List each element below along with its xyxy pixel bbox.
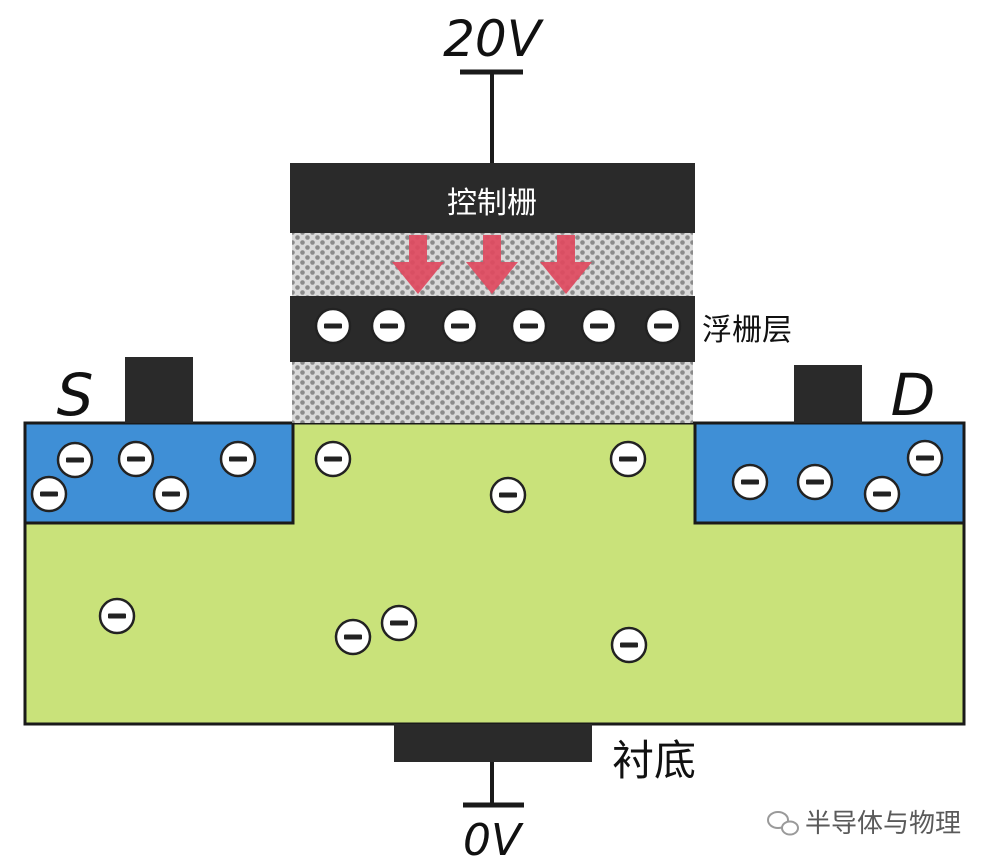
drain-contact bbox=[794, 365, 862, 423]
drain-electron bbox=[863, 475, 901, 513]
floating-gate-electron bbox=[644, 307, 682, 345]
floating-gate-electrons bbox=[314, 307, 682, 345]
control-gate bbox=[290, 163, 695, 233]
source-electron bbox=[30, 475, 68, 513]
floating-gate-electron bbox=[510, 307, 548, 345]
watermark: 半导体与物理 bbox=[767, 809, 961, 839]
wechat-icon bbox=[767, 811, 799, 836]
substrate-contact bbox=[394, 724, 592, 762]
substrate-electron bbox=[609, 440, 647, 478]
floating-gate-electron bbox=[441, 307, 479, 345]
drain-electron bbox=[796, 463, 834, 501]
source-electrons bbox=[30, 440, 257, 513]
substrate-electrons bbox=[98, 440, 648, 664]
source-electron bbox=[152, 475, 190, 513]
field-arrows bbox=[392, 235, 592, 294]
tunnel-oxide-layer bbox=[292, 362, 693, 423]
field-arrow bbox=[392, 235, 444, 294]
source-electron bbox=[117, 440, 155, 478]
substrate-label: 衬底 bbox=[612, 736, 696, 785]
floating-gate bbox=[290, 296, 695, 362]
field-arrow bbox=[466, 235, 518, 294]
substrate-electron bbox=[380, 604, 418, 642]
substrate-electron bbox=[314, 440, 352, 478]
substrate-voltage-label: 0V bbox=[463, 815, 524, 866]
floating-gate-electron bbox=[314, 307, 352, 345]
drain-electrons bbox=[731, 439, 944, 513]
gate-voltage-label: 20V bbox=[443, 10, 545, 68]
substrate-electron bbox=[334, 618, 372, 656]
drain-electron bbox=[906, 439, 944, 477]
drain-label: D bbox=[891, 361, 936, 429]
control-gate-label: 控制栅 bbox=[447, 186, 537, 221]
floating-gate-label: 浮栅层 bbox=[702, 313, 792, 348]
source-electron bbox=[56, 441, 94, 479]
source-contact bbox=[125, 357, 193, 423]
substrate-electron bbox=[610, 626, 648, 664]
source-electron bbox=[219, 440, 257, 478]
drain-electron bbox=[731, 463, 769, 501]
substrate-electron bbox=[98, 597, 136, 635]
source-label: S bbox=[57, 361, 94, 429]
substrate-electron bbox=[489, 476, 527, 514]
floating-gate-electron bbox=[370, 307, 408, 345]
watermark-text: 半导体与物理 bbox=[805, 809, 961, 839]
floating-gate-electron bbox=[580, 307, 618, 345]
field-arrow bbox=[540, 235, 592, 294]
